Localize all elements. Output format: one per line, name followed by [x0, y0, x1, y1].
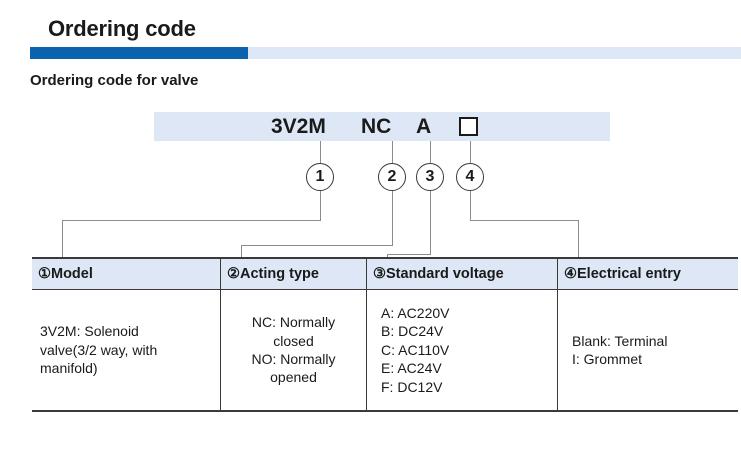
acting-type-line-1: NC: Normally [251, 314, 336, 331]
table-header-separator [32, 289, 738, 290]
subsection-title: Ordering code for valve [30, 72, 199, 89]
model-line-2: valve(3/2 way, with [40, 341, 158, 358]
stem-above-callout-3 [430, 141, 431, 163]
leader-3-run [387, 254, 431, 255]
acting-type-line-2: closed [273, 332, 314, 349]
table-header-acting-type: ②Acting type [221, 259, 366, 289]
leader-4-drop [470, 191, 471, 220]
acting-type-line-3: NO: Normally [251, 351, 336, 367]
header-marker-3: ③ [373, 265, 386, 282]
table-cell-electrical-entry: Blank: Terminal I: Grommet [558, 290, 738, 410]
title-rule-light [248, 47, 741, 59]
stem-above-callout-2 [392, 141, 393, 163]
header-label-4: Electrical entry [577, 265, 681, 282]
leader-4-run [470, 220, 579, 221]
table-top-border [32, 257, 738, 259]
entry-line-2: I: Grommet [572, 351, 643, 367]
callout-circle-1: 1 [306, 163, 334, 191]
leader-2-run [241, 245, 393, 246]
leader-1-drop [320, 191, 321, 220]
header-label-3: Standard voltage [386, 265, 504, 282]
table-header-row [32, 258, 738, 289]
column-divider-2 [366, 258, 367, 411]
page-title: Ordering code [48, 16, 196, 41]
table-cell-acting-type: NC: Normally closed NO: Normally opened [221, 290, 366, 410]
leader-2-drop [392, 191, 393, 246]
voltage-line-3: C: AC110V [381, 341, 450, 358]
callout-circle-3: 3 [416, 163, 444, 191]
leader-3-drop [430, 191, 431, 255]
leader-3-rise [387, 254, 388, 257]
model-line-1: 3V2M: Solenoid [40, 323, 139, 340]
leader-2-rise [241, 245, 242, 257]
title-rule-dark [30, 47, 248, 59]
voltage-line-5: F: DC12V [381, 378, 443, 395]
header-label-1: Model [51, 265, 93, 282]
code-token-voltage: A [416, 115, 432, 138]
empty-square-icon [459, 117, 478, 136]
table-bottom-border [32, 410, 738, 412]
ordering-code-bar: 3V2M NC A [154, 112, 610, 141]
acting-type-line-4: opened [270, 369, 317, 386]
voltage-line-4: E: AC24V [381, 360, 442, 377]
table-cell-standard-voltage: A: AC220V B: DC24V C: AC110V E: AC24V F:… [367, 290, 557, 410]
table-header-standard-voltage: ③Standard voltage [367, 259, 557, 289]
header-marker-4: ④ [564, 265, 577, 282]
leader-1-rise [62, 220, 63, 257]
model-line-3: manifold) [40, 360, 98, 377]
voltage-line-1: A: AC220V [381, 304, 450, 321]
leader-1-run [62, 220, 321, 221]
column-divider-3 [557, 258, 558, 411]
stem-above-callout-1 [320, 141, 321, 163]
header-marker-1: ① [38, 265, 51, 282]
code-token-acting-type: NC [361, 115, 392, 138]
callout-circle-2: 2 [378, 163, 406, 191]
ordering-code-table: ①Model ②Acting type ③Standard voltage ④E… [32, 257, 738, 412]
code-token-model: 3V2M [271, 115, 326, 138]
stem-above-callout-4 [470, 141, 471, 163]
table-header-electrical-entry: ④Electrical entry [558, 259, 738, 289]
column-divider-1 [220, 258, 221, 411]
header-label-2: Acting type [240, 265, 319, 282]
table-cell-model: 3V2M: Solenoid valve(3/2 way, with manif… [32, 290, 220, 410]
leader-4-rise [578, 220, 579, 257]
callout-circle-4: 4 [456, 163, 484, 191]
voltage-line-2: B: DC24V [381, 323, 444, 340]
table-header-model: ①Model [32, 259, 220, 289]
entry-line-1: Blank: Terminal [572, 332, 668, 349]
header-marker-2: ② [227, 265, 240, 282]
